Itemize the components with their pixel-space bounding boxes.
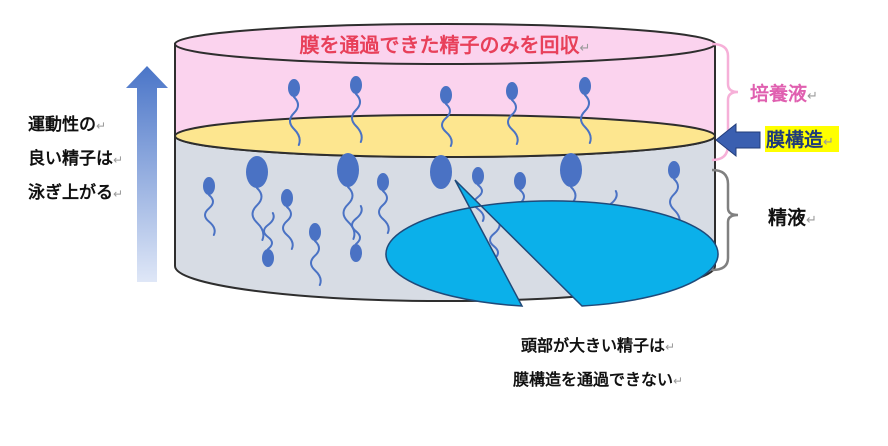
sperm-head — [514, 172, 526, 190]
sperm-cell — [350, 76, 363, 143]
sperm-head — [579, 77, 591, 95]
sperm-tail — [204, 194, 216, 236]
membrane-label: 膜構造↵ — [765, 128, 834, 151]
membrane-label-highlight — [765, 126, 839, 152]
sperm-cell — [203, 177, 216, 236]
sperm-head — [350, 244, 362, 262]
sperm-cell — [440, 86, 453, 147]
sperm-head — [350, 76, 362, 94]
sperm-tail — [489, 220, 501, 260]
swim-up-arrow — [126, 66, 168, 282]
title-text: 膜を通過できた精子のみを回収↵ — [299, 33, 591, 57]
semen-label: 精液↵ — [768, 206, 817, 229]
semen-brace — [711, 168, 739, 272]
sperm-tail — [263, 212, 275, 250]
sperm-cell — [262, 212, 275, 267]
sperm-head — [377, 173, 389, 191]
sperm-tail — [580, 94, 592, 144]
sperm-head — [288, 79, 300, 97]
sperm-cell — [246, 156, 268, 241]
culture-label: 培養液↵ — [750, 82, 818, 105]
sperm-head — [560, 153, 582, 187]
left-caption-line-2: 良い精子は↵ — [28, 148, 123, 169]
left-caption-line-1: 運動性の↵ — [28, 114, 106, 135]
sperm-cell — [506, 82, 519, 145]
sperm-head — [668, 161, 680, 179]
sperm-head — [262, 249, 274, 267]
sperm-head — [309, 223, 321, 241]
sperm-tail — [289, 96, 301, 146]
sperm-cell — [377, 173, 390, 234]
callout-line-2: 膜構造を通過できない↵ — [513, 370, 683, 389]
sperm-head — [246, 156, 268, 188]
sperm-tail — [351, 205, 363, 245]
sperm-head — [430, 155, 452, 189]
sperm-cell — [309, 223, 322, 286]
membrane-disk — [174, 114, 716, 158]
membrane-pointer-arrow — [715, 122, 761, 158]
sperm-head — [472, 167, 484, 185]
left-caption-line-3: 泳ぎ上がる↵ — [28, 182, 123, 203]
sperm-cell — [281, 189, 294, 250]
sperm-tail — [251, 187, 265, 241]
sperm-tail — [310, 240, 322, 286]
sperm-tail — [669, 178, 681, 226]
sperm-head — [337, 153, 359, 187]
sperm-head — [506, 82, 518, 100]
sperm-cell — [350, 205, 363, 262]
sperm-cell — [288, 79, 301, 146]
callout-line-1: 頭部が大きい精子は↵ — [521, 336, 675, 355]
sperm-tail — [378, 190, 390, 234]
sperm-cell — [430, 155, 452, 189]
sperm-tail — [351, 93, 363, 143]
sperm-tail — [441, 103, 453, 147]
sperm-tail — [507, 99, 519, 145]
left-caption: 運動性の↵ 良い精子は↵ 泳ぎ上がる↵ — [28, 114, 123, 203]
sperm-tail — [282, 206, 294, 250]
sperm-head — [203, 177, 215, 195]
culture-brace — [711, 42, 739, 162]
sperm-group — [203, 76, 681, 286]
sperm-head — [440, 86, 452, 104]
sperm-cell — [579, 77, 592, 144]
callout-bubble — [385, 179, 719, 307]
sperm-cell — [668, 161, 681, 226]
sperm-head — [281, 189, 293, 207]
